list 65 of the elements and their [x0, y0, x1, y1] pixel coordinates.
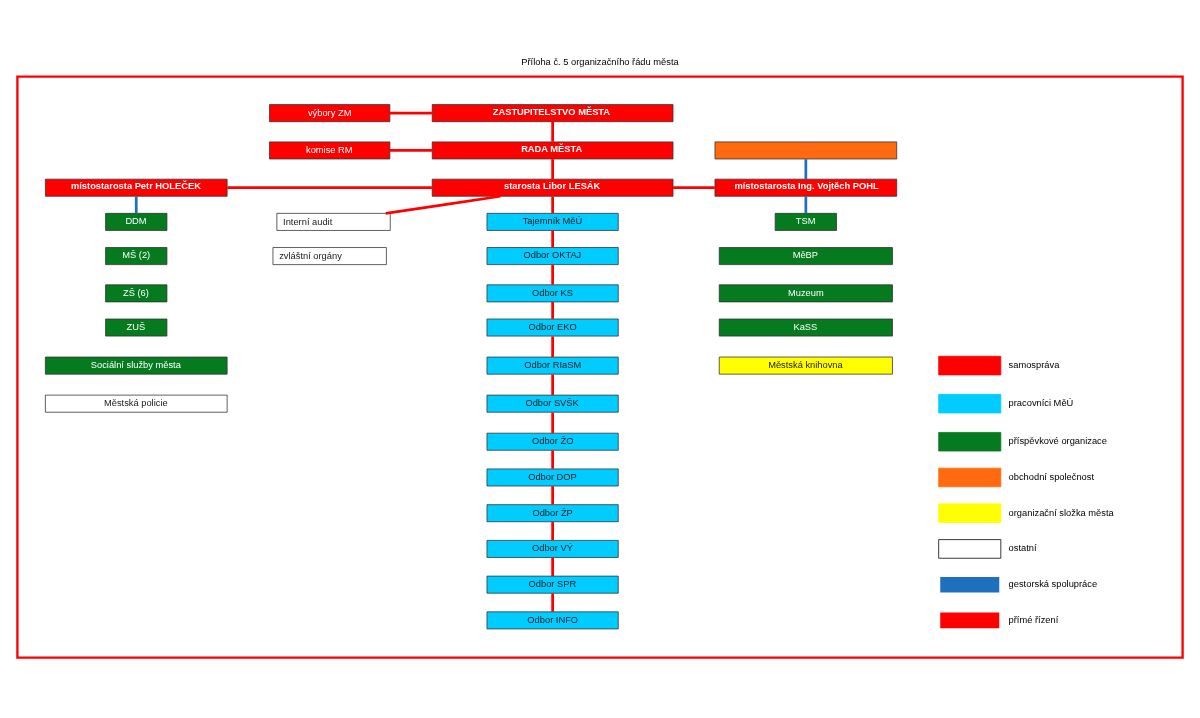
node-box: Odbor ŽP	[486, 504, 619, 523]
connector	[390, 111, 432, 115]
connector	[551, 412, 554, 434]
node-box: Odbor KS	[486, 284, 619, 303]
node-box: Odbor RIaSM	[486, 356, 619, 375]
connector	[551, 521, 554, 541]
connector	[551, 486, 554, 505]
node-box: starosta Libor LESÁK	[431, 178, 674, 197]
connector	[551, 159, 554, 180]
legend-label: samospráva	[1008, 360, 1060, 371]
node-box: místostarosta Petr HOLEČEK	[45, 178, 228, 197]
node-box: ZUŠ	[105, 318, 168, 337]
node-box: MěBP	[718, 247, 893, 265]
node-box: Odbor SPR	[486, 575, 619, 594]
node-box: komise RM	[269, 141, 391, 160]
node-box: Odbor OKTAJ	[486, 247, 619, 265]
node-box: Odbor VÝ	[486, 540, 619, 558]
legend-label: ostatní	[1008, 543, 1037, 554]
node-box: místostarosta Ing. Vojtěch POHL	[714, 178, 898, 197]
node-box: RADA MĚSTA	[431, 141, 674, 160]
connector	[804, 196, 808, 214]
node-box: Tajemník MěÚ	[486, 212, 619, 231]
legend-label: pracovníci MěÚ	[1008, 398, 1074, 409]
node-box: DDM	[105, 212, 168, 231]
node-box: ZASTUPITELSTVO MĚSTA	[431, 104, 674, 123]
node-box: Muzeum	[718, 284, 893, 303]
legend-label: organizační složka města	[1008, 507, 1114, 518]
connector	[673, 186, 715, 190]
node-box: Interní audit	[276, 212, 391, 231]
node-box: Městská knihovna	[718, 356, 893, 375]
node-box: Odbor ŽO	[486, 432, 619, 451]
node-box: Odbor SVŠK	[486, 394, 619, 413]
connector	[551, 450, 554, 469]
connector	[551, 336, 554, 357]
node-box	[714, 141, 898, 160]
connector	[385, 194, 501, 215]
node-box: MŠ (2)	[105, 247, 168, 265]
connector	[551, 264, 554, 285]
node-box: TSM	[774, 212, 837, 231]
connector	[551, 593, 554, 612]
legend-label: obchodní společnost	[1008, 471, 1095, 482]
legend-label: příspěvkové organizace	[1008, 436, 1107, 447]
node-box: Městská policie	[45, 394, 228, 413]
connector	[134, 196, 138, 214]
node-box: ZŠ (6)	[105, 284, 168, 303]
legend-label: gestorská spolupráce	[1008, 579, 1098, 590]
node-box: Odbor INFO	[486, 611, 619, 630]
connector	[551, 302, 554, 319]
node-box: KaSS	[718, 318, 893, 337]
node-box: Odbor DOP	[486, 468, 619, 487]
connector	[551, 230, 554, 248]
node-box: Odbor EKO	[486, 318, 619, 337]
connector	[551, 557, 554, 576]
connector	[551, 374, 554, 396]
cluster	[16, 75, 1184, 659]
connector	[390, 149, 432, 152]
node-box: zvláštní orgány	[272, 247, 387, 265]
connector	[551, 196, 554, 214]
connector	[227, 186, 432, 190]
diagram-title: Příloha č. 5 organizačního řádu města	[521, 56, 679, 67]
node-box: výbory ZM	[269, 104, 391, 123]
legend-label: přímé řízení	[1008, 614, 1059, 625]
node-box: Sociální služby města	[45, 356, 228, 375]
connector	[804, 159, 808, 180]
connector	[551, 121, 554, 142]
